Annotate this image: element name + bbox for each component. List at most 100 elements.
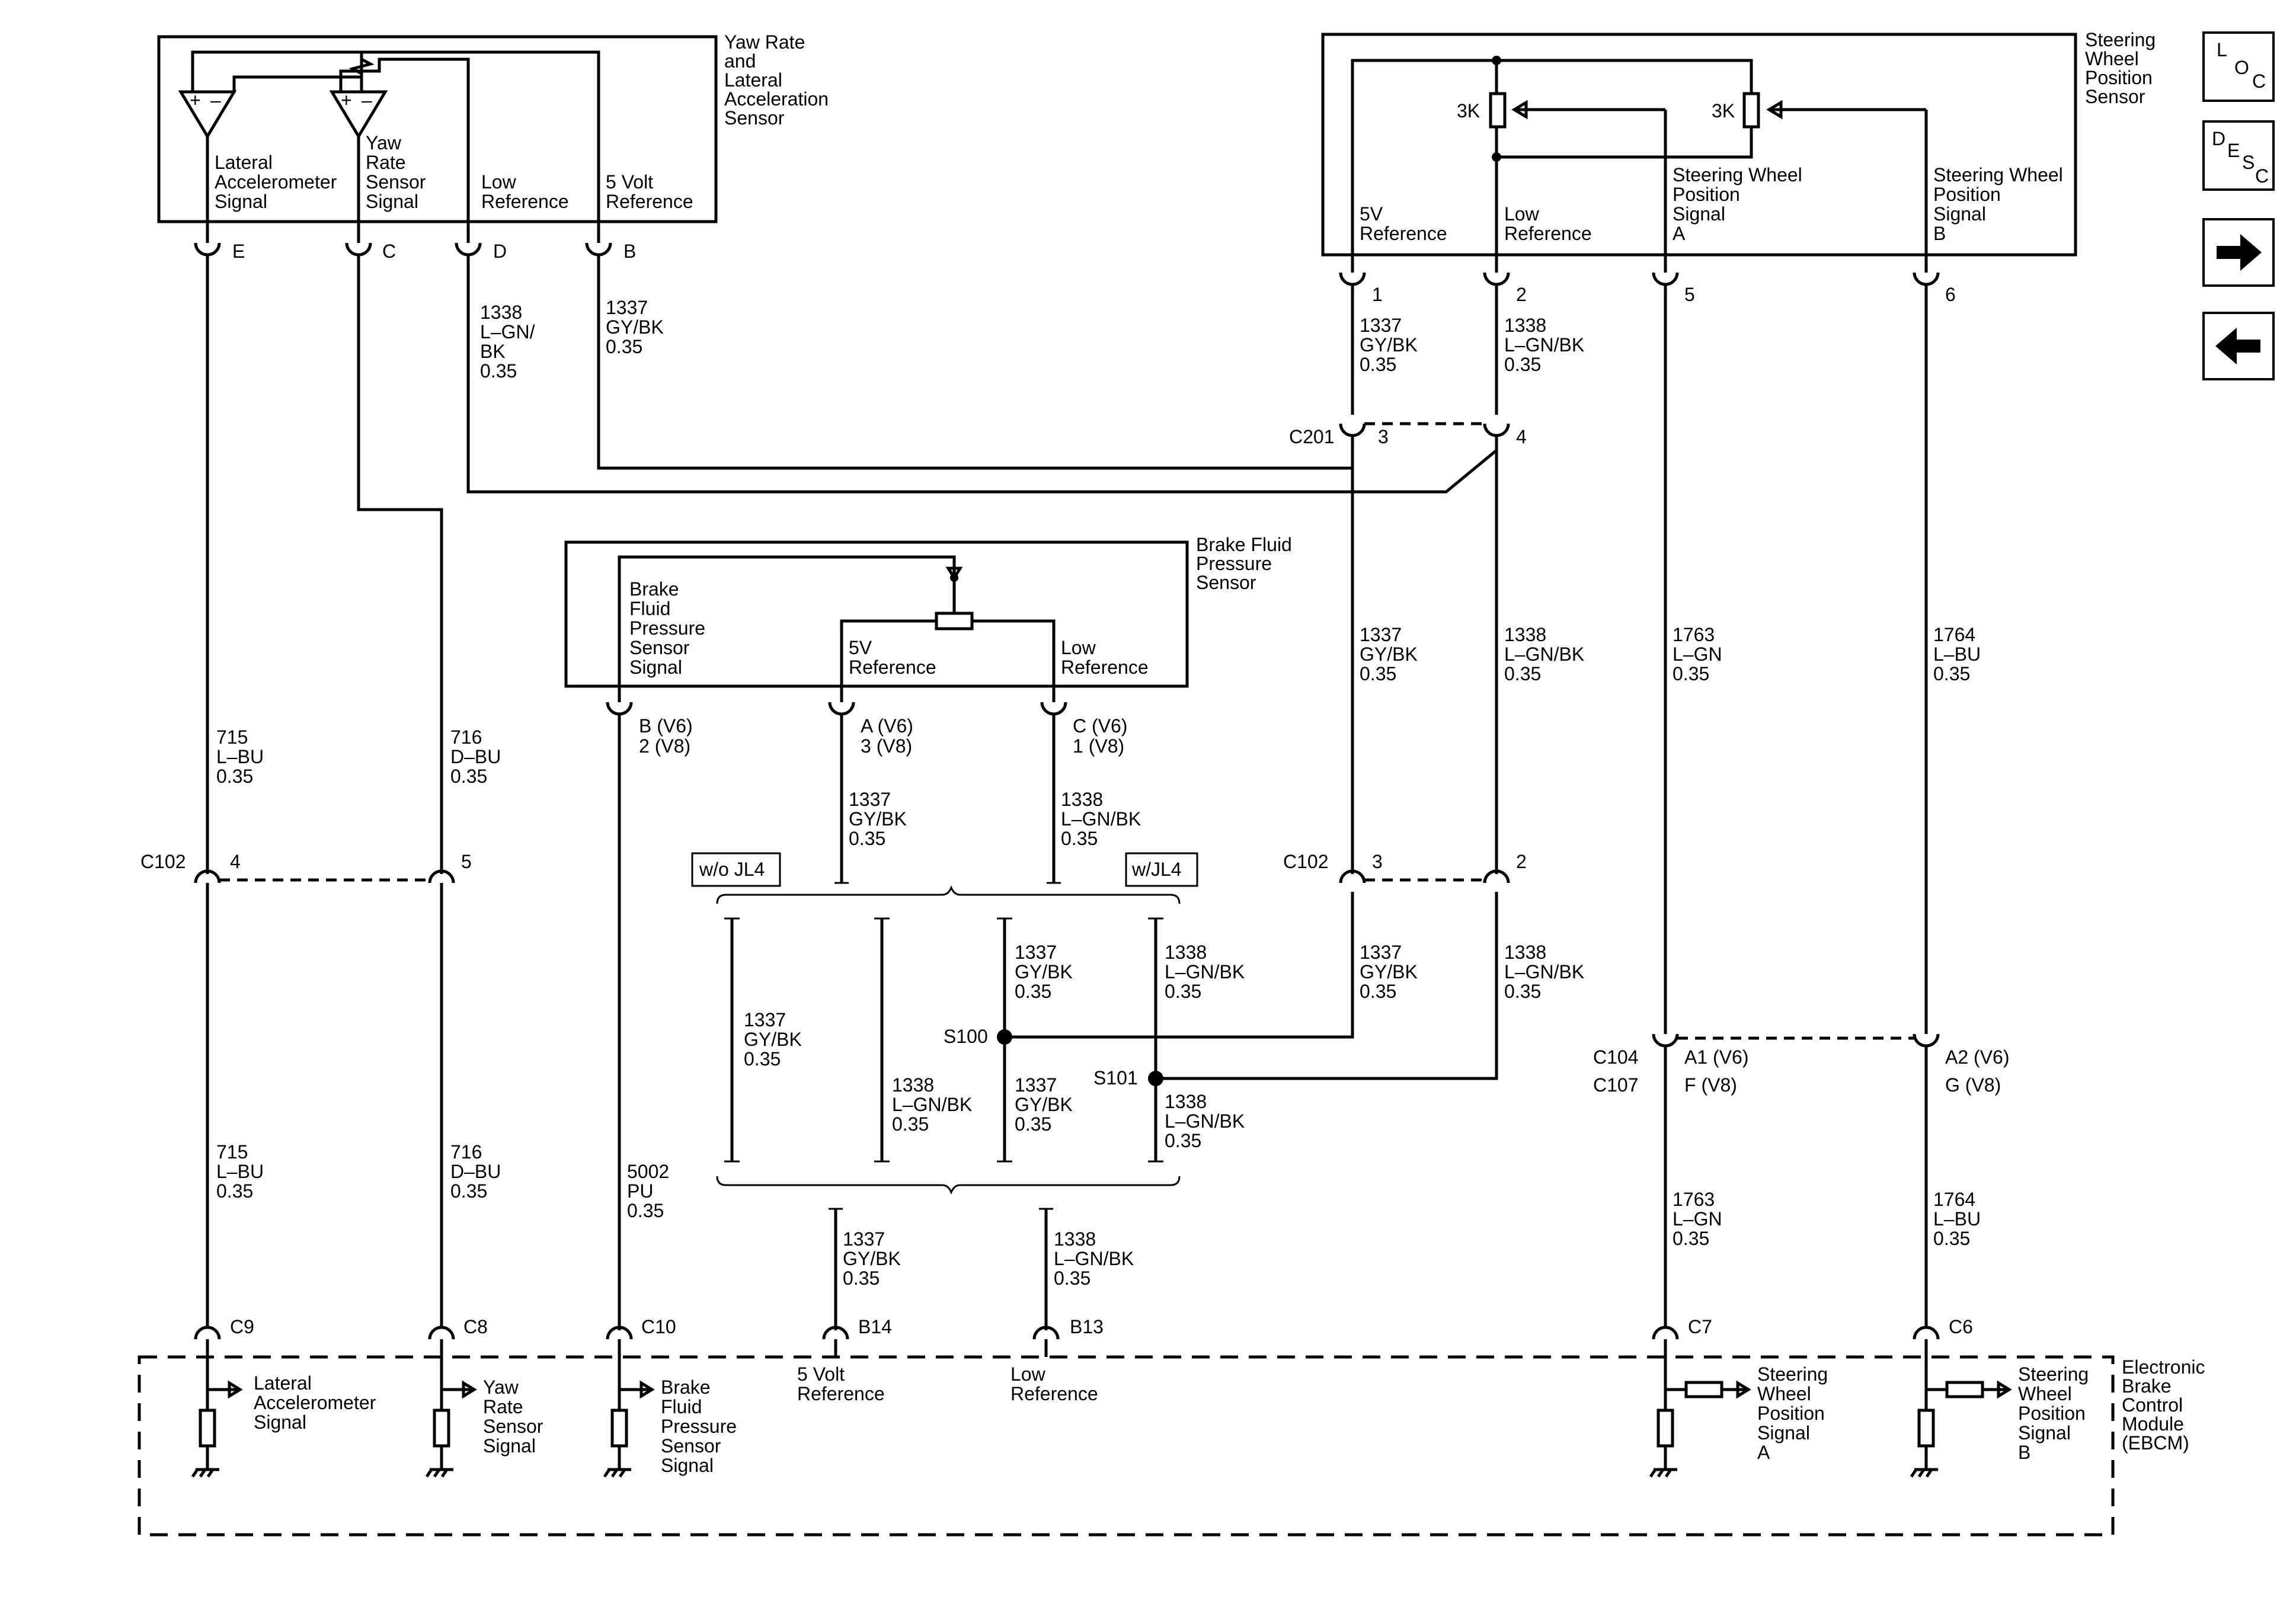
lower-wire-labels: 715 L–BU 0.35 716 D–BU 0.35 5002 PU 0.35… (216, 1141, 1981, 1289)
opamp1-minus: – (210, 89, 221, 111)
wire-1337-b14-label: 1337 GY/BK 0.35 (843, 1228, 906, 1289)
next-arrow-button[interactable] (2202, 218, 2275, 287)
c102-pin-5: 5 (461, 851, 472, 872)
ebcm-pins: C9 C8 C10 B14 B13 C7 C6 (194, 1316, 1973, 1357)
opamp2-plus: + (341, 89, 352, 111)
loc-button[interactable]: L O C (2202, 31, 2275, 102)
ebcm-5v-label: 5 Volt Reference (797, 1363, 885, 1404)
c102-right-label: C102 (1283, 851, 1329, 872)
loc-o: O (2234, 57, 2249, 78)
s100-label: S100 (944, 1026, 988, 1047)
desc-d: D (2212, 128, 2225, 149)
c201-label: C201 (1289, 426, 1335, 447)
c102-pin-4: 4 (230, 851, 241, 872)
wire-1338-box-mid-label: 1338 L–GN/BK 0.35 (892, 1074, 977, 1135)
sw-pins: 1 2 5 6 (1339, 255, 1956, 305)
yaw-pin-d: D (493, 241, 507, 262)
brake-sensor-title: Brake Fluid Pressure Sensor (1196, 534, 1297, 593)
wire-1338-sw2-label: 1338 L–GN/BK 0.35 (1504, 315, 1590, 375)
c102-pin-3: 3 (1372, 851, 1383, 872)
wire-1337-s100-up-label: 1337 GY/BK 0.35 (1015, 942, 1078, 1002)
yaw-pin-e: E (232, 241, 245, 262)
c102-connectors: C102 4 5 C102 3 2 1337 GY/BK 0.35 1338 L… (140, 851, 1590, 1327)
ebcm-pin-c7: C7 (1688, 1316, 1712, 1337)
sw-sig-b-label: Steering Wheel Position Signal B (1933, 164, 2068, 244)
brake-pin-b: B (V6) 2 (V8) (639, 715, 698, 757)
right-arrow-icon (2217, 234, 2262, 271)
sw-5v-label: 5V Reference (1360, 203, 1447, 244)
c104-a1-label: A1 (V6) (1684, 1046, 1748, 1068)
steering-wheel-sensor: 3K 3K 5V Reference Low Reference Steerin… (1321, 29, 2156, 257)
desc-e: E (2227, 140, 2240, 161)
sw-pin-1: 1 (1372, 284, 1383, 305)
wire-5002-label: 5002 PU 0.35 (627, 1161, 674, 1221)
ebcm-title: Electronic Brake Control Module (EBCM) (2122, 1356, 2210, 1454)
ebcm-lat-label: Lateral Accelerometer Signal (254, 1372, 381, 1433)
upper-wire-labels: 1338 L–GN/ BK 0.35 1337 GY/BK 0.35 1337 … (216, 297, 1981, 787)
ebcm-labels: Lateral Accelerometer Signal Yaw Rate Se… (254, 1363, 2089, 1476)
ebcm-low-ref-label: Low Reference (1011, 1363, 1098, 1404)
wire-1338-d-label: 1338 L–GN/ BK 0.35 (480, 302, 540, 382)
wire-1338-c102-label: 1338 L–GN/BK 0.35 (1504, 942, 1590, 1002)
desc-button[interactable]: D E S C (2202, 120, 2275, 191)
sw-low-ref-label: Low Reference (1504, 203, 1592, 244)
c104-a2-label: A2 (V6) (1945, 1046, 2009, 1068)
yaw-lat-signal-label: Lateral Accelerometer Signal (215, 152, 342, 212)
ebcm-brake-label: Brake Fluid Pressure Sensor Signal (661, 1377, 742, 1476)
c201-pin-3: 3 (1378, 426, 1389, 447)
brake-pins: B (V6) 2 (V8) A (V6) 3 (V8) C (V6) 1 (V8… (606, 686, 1146, 1330)
ebcm-internal-circuits (191, 1357, 2012, 1478)
wire-1338-s101-dn-label: 1338 L–GN/BK 0.35 (1165, 1091, 1250, 1151)
wire-1337-b-label: 1337 GY/BK 0.35 (606, 297, 669, 357)
wire-1338-s101-up-label: 1338 L–GN/BK 0.35 (1165, 942, 1250, 1002)
c107-g-label: G (V8) (1945, 1074, 2001, 1096)
sw-pin-5: 5 (1684, 284, 1695, 305)
ebcm-pin-c8: C8 (463, 1316, 488, 1337)
wire-1337-s100-dn-label: 1337 GY/BK 0.35 (1015, 1074, 1078, 1135)
wire-1338-b13-label: 1338 L–GN/BK 0.35 (1054, 1228, 1139, 1289)
sw-pin-2: 2 (1516, 284, 1527, 305)
prev-arrow-button[interactable] (2202, 312, 2275, 380)
s101-label: S101 (1093, 1067, 1138, 1089)
opamp1-plus: + (190, 89, 201, 111)
ebcm-pin-c10: C10 (641, 1316, 676, 1337)
wire-715-top-label: 715 L–BU 0.35 (216, 726, 269, 787)
sw-sig-a-label: Steering Wheel Position Signal A (1673, 164, 1808, 244)
yaw-low-ref-label: Low Reference (481, 171, 569, 212)
brake-pin-a: A (V6) 3 (V8) (861, 715, 919, 757)
jl4-option-block: w/o JL4 w/JL4 S100 S101 1337 GY/BK 0.35 … (691, 852, 1498, 1195)
wire-1337-sw1-label: 1337 GY/BK 0.35 (1360, 315, 1423, 375)
wo-jl4-label: w/o JL4 (699, 859, 765, 880)
ebcm-module: Electronic Brake Control Module (EBCM) (137, 1355, 2210, 1537)
wire-1337-box-left-label: 1337 GY/BK 0.35 (744, 1009, 807, 1070)
w-jl4-label: w/JL4 (1131, 859, 1182, 880)
wire-716-top-label: 716 D–BU 0.35 (450, 726, 506, 787)
c104-label: C104 (1593, 1046, 1639, 1068)
brake-5v-label: 5V Reference (849, 637, 936, 678)
wire-1763-top-label: 1763 L–GN 0.35 (1673, 624, 1727, 684)
yaw-signal-label: Yaw Rate Sensor Signal (366, 132, 431, 212)
yaw-5v-label: 5 Volt Reference (606, 171, 693, 212)
c201-pin-4: 4 (1516, 426, 1527, 447)
wire-715-bot-label: 715 L–BU 0.35 (216, 1141, 269, 1202)
wire-1763-bot-label: 1763 L–GN 0.35 (1673, 1189, 1727, 1249)
brake-signal-label: Brake Fluid Pressure Sensor Signal (629, 578, 711, 678)
wire-1337-c201-label: 1337 GY/BK 0.35 (1360, 624, 1423, 684)
loc-c: C (2252, 71, 2266, 92)
c102-left-label: C102 (140, 851, 186, 872)
c107-label: C107 (1593, 1074, 1639, 1096)
sw-resistor2-label: 3K (1712, 100, 1735, 121)
c102-pin-2: 2 (1516, 851, 1527, 872)
wire-1338-bp-label: 1338 L–GN/BK 0.35 (1061, 789, 1146, 849)
ebcm-pin-b14: B14 (858, 1316, 892, 1337)
ebcm-pin-c9: C9 (230, 1316, 254, 1337)
loc-l: L (2217, 39, 2227, 60)
c107-f-label: F (V8) (1684, 1074, 1737, 1096)
b14-b13-wires (829, 1208, 1053, 1330)
desc-s: S (2242, 152, 2255, 173)
yaw-rate-sensor: + – + – Lateral Accelerometer Signal Yaw… (157, 31, 829, 223)
wire-716-bot-label: 716 D–BU 0.35 (450, 1141, 506, 1202)
brake-low-ref-label: Low Reference (1061, 637, 1149, 678)
wire-1337-c102-label: 1337 GY/BK 0.35 (1360, 942, 1423, 1002)
